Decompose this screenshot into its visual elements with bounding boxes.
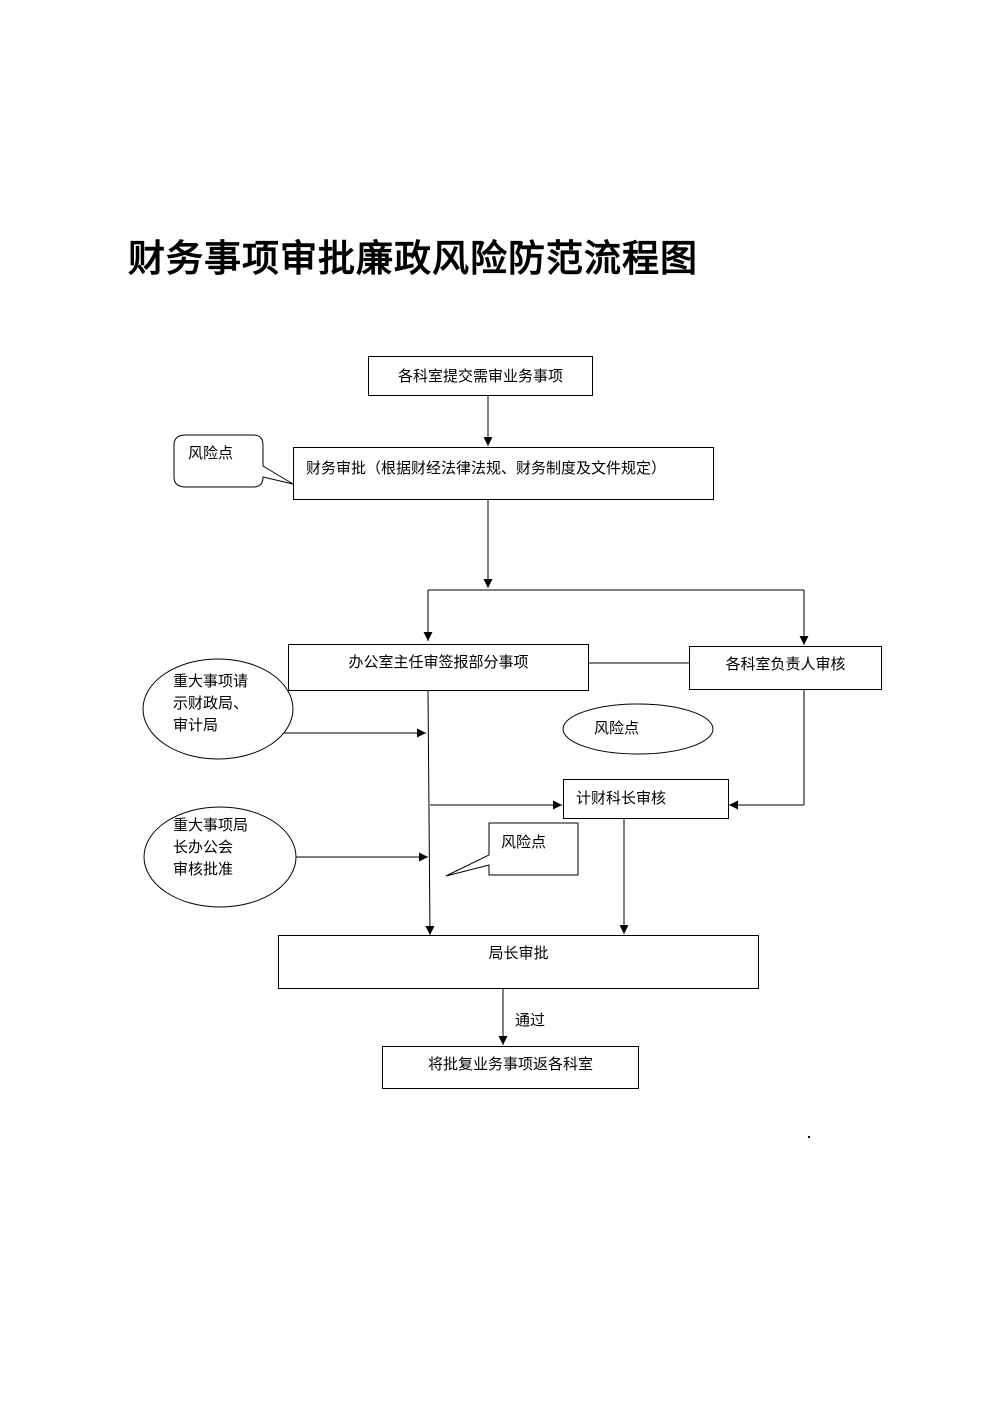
- office-director-box: 办公室主任审签报部分事项: [288, 644, 589, 691]
- office-director-label: 办公室主任审签报部分事项: [348, 653, 529, 671]
- major-meeting-text: 重大事项局 长办公会 审核批准: [173, 814, 248, 880]
- major-meeting-line-1: 重大事项局: [173, 816, 249, 834]
- major-report-ellipse: [142, 658, 294, 760]
- dept-head-label: 各科室负责人审核: [725, 655, 846, 673]
- major-report-line-3: 审计局: [173, 716, 219, 734]
- major-meeting-line-3: 审核批准: [173, 860, 234, 878]
- major-meeting-ellipse: [143, 806, 297, 908]
- edge-office-to-director: [425, 690, 435, 936]
- major-report-line-1: 重大事项请: [173, 672, 249, 690]
- finance-chief-label: 计财科长审核: [576, 789, 667, 807]
- finance-approval-label: 财务审批（根据财经法律法规、财务制度及文件规定）: [306, 459, 667, 477]
- risk-point-label-1: 风险点: [188, 444, 234, 462]
- return-items-box: 将批复业务事项返各科室: [382, 1046, 639, 1089]
- dept-head-box: 各科室负责人审核: [689, 646, 882, 690]
- finance-approval-box: 财务审批（根据财经法律法规、财务制度及文件规定）: [293, 447, 714, 500]
- pass-edge-label: 通过: [515, 1011, 546, 1029]
- risk-callout-3-shape: [445, 822, 579, 877]
- risk-point-label-2: 风险点: [594, 719, 640, 737]
- major-report-line-2: 示财政局、: [173, 694, 249, 712]
- major-meeting-line-2: 长办公会: [173, 838, 234, 856]
- stray-dot: [808, 1136, 810, 1138]
- risk-ellipse-2: [562, 703, 714, 755]
- page-title: 财务事项审批廉政风险防范流程图: [128, 236, 698, 280]
- major-report-text: 重大事项请 示财政局、 审计局: [173, 670, 248, 736]
- risk-callout-1-shape: [173, 434, 294, 488]
- director-approval-box: 局长审批: [278, 935, 759, 989]
- finance-chief-box: 计财科长审核: [563, 779, 729, 819]
- return-items-label: 将批复业务事项返各科室: [427, 1055, 593, 1073]
- submit-items-box: 各科室提交需审业务事项: [368, 356, 593, 396]
- director-approval-label: 局长审批: [488, 944, 549, 962]
- submit-items-label: 各科室提交需审业务事项: [397, 367, 563, 385]
- risk-point-label-3: 风险点: [501, 833, 547, 851]
